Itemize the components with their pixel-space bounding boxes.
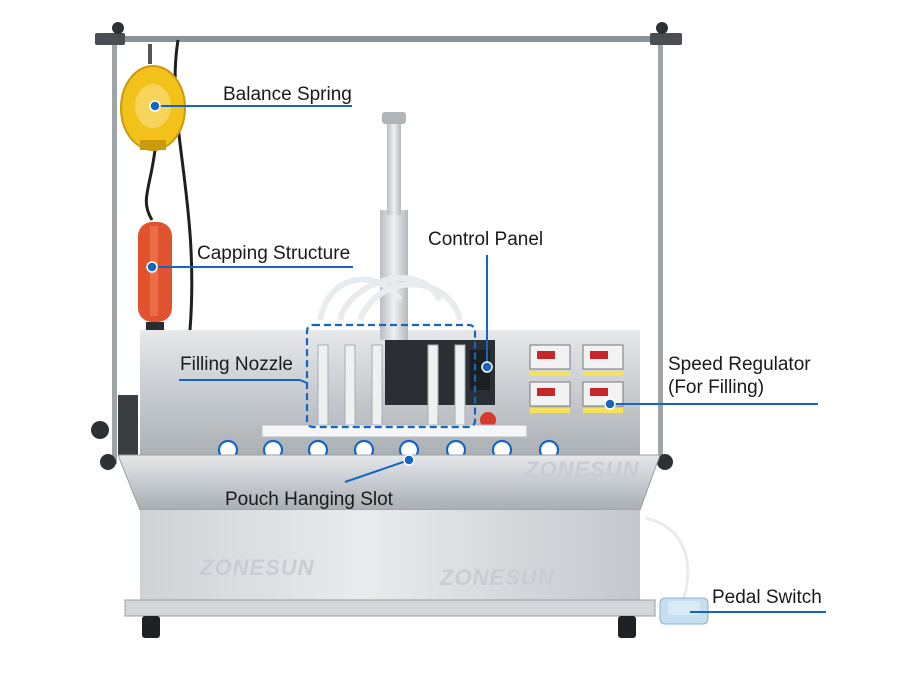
label-speed-regulator: Speed Regulator	[668, 354, 811, 375]
label-capping-structure: Capping Structure	[197, 243, 351, 264]
overhead-frame	[95, 22, 682, 464]
watermark: ZONESUN	[439, 565, 555, 590]
label-control-panel: Control Panel	[428, 229, 544, 250]
label-speed-regulator-sub: (For Filling)	[668, 377, 765, 398]
label-balance-spring: Balance Spring	[223, 84, 352, 105]
label-filling-nozzle: Filling Nozzle	[180, 354, 293, 375]
watermark: ZONESUN	[199, 555, 315, 580]
machine-body	[140, 112, 640, 460]
filling-nozzle-highlight	[305, 323, 477, 429]
pedal-switch	[644, 516, 709, 625]
cabinet	[117, 454, 661, 638]
watermark: ZONESUN	[524, 457, 640, 482]
label-pedal-switch: Pedal Switch	[712, 587, 822, 608]
label-pouch-hanging-slot: Pouch Hanging Slot	[225, 489, 393, 510]
callouts	[146, 100, 826, 613]
